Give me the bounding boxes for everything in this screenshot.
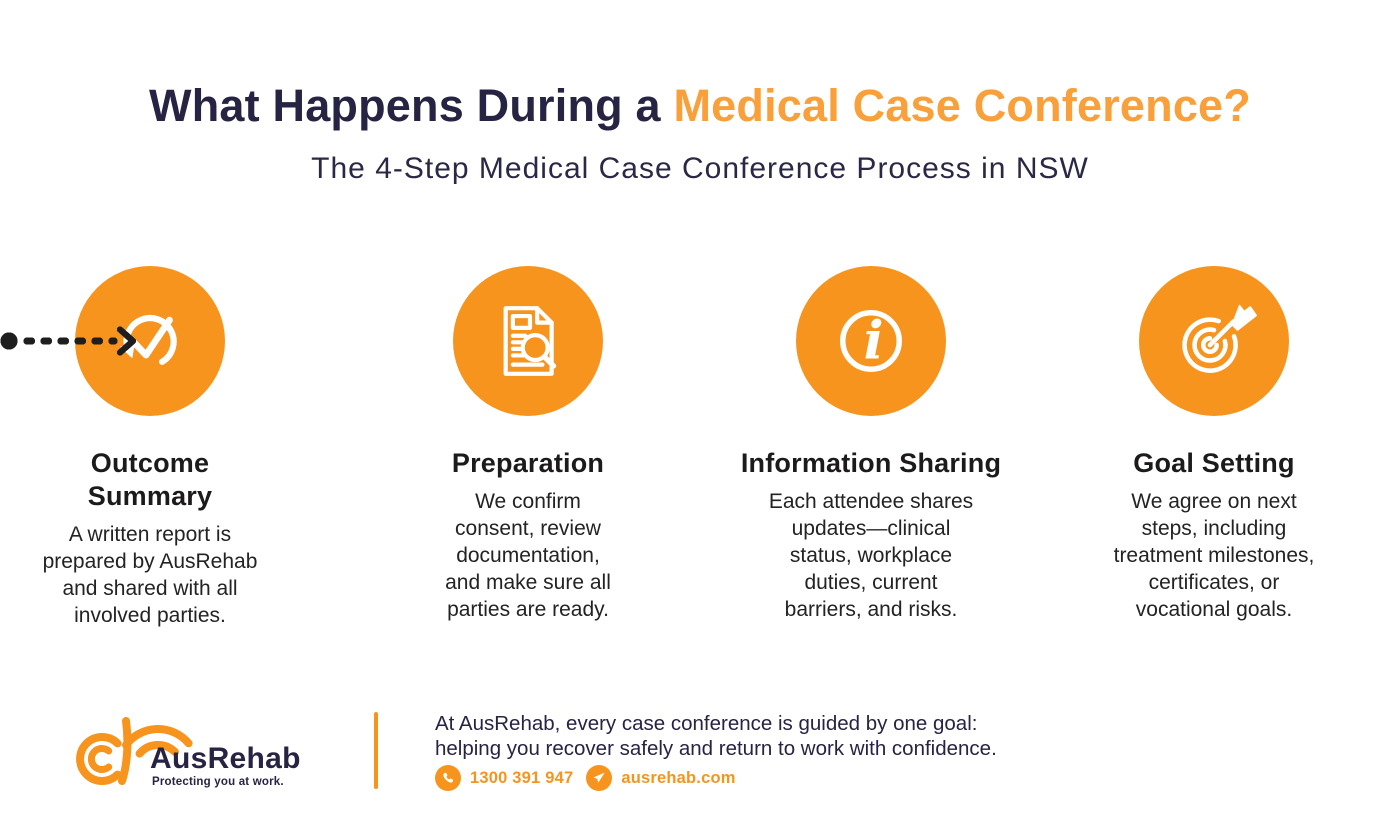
brand-tagline: Protecting you at work. [152, 776, 284, 788]
footer-contacts: 1300 391 947 ausrehab.com [435, 765, 736, 791]
footer-message: At AusRehab, every case conference is gu… [435, 712, 997, 760]
target-dart-icon [1139, 266, 1289, 416]
step-title: Goal Setting [1133, 448, 1295, 478]
dotted-arrow-icon [0, 326, 136, 356]
website-contact[interactable]: ausrehab.com [586, 765, 735, 791]
page-title-dark: What Happens During a [149, 80, 674, 131]
step-information-sharing: i Information Sharing Each attendee shar… [721, 266, 1021, 623]
step-description: A written report is prepared by AusRehab… [42, 523, 258, 627]
step-preparation: Preparation We confirm consent, review d… [378, 266, 678, 623]
paper-plane-icon [586, 765, 613, 791]
footer-divider [374, 712, 378, 789]
phone-icon [435, 765, 461, 791]
svg-text:i: i [864, 311, 884, 372]
website-url: ausrehab.com [621, 768, 736, 787]
document-search-icon [453, 266, 603, 416]
step-description: Each attendee shares updates—clinical st… [768, 490, 974, 621]
step-title: Information Sharing [740, 448, 1002, 478]
phone-number: 1300 391 947 [470, 768, 574, 787]
step-outcome-summary: Outcome Summary A written report is prep… [0, 266, 300, 629]
step-goal-setting: Goal Setting We agree on next steps, inc… [1064, 266, 1364, 623]
step-description: We confirm consent, review documentation… [445, 490, 611, 621]
info-icon: i [796, 266, 946, 416]
step-title: Outcome Summary [87, 448, 213, 511]
page-title: What Happens During a Medical Case Confe… [0, 80, 1400, 132]
step-title: Preparation [451, 448, 605, 478]
page-subtitle: The 4-Step Medical Case Conference Proce… [311, 152, 1089, 185]
step-description: We agree on next steps, including treatm… [1113, 490, 1315, 621]
page-title-highlight: Medical Case Conference? [673, 80, 1251, 131]
phone-contact: 1300 391 947 [435, 765, 573, 791]
brand-name: AusRehab [150, 742, 301, 775]
ausrehab-logo-icon [76, 717, 193, 785]
